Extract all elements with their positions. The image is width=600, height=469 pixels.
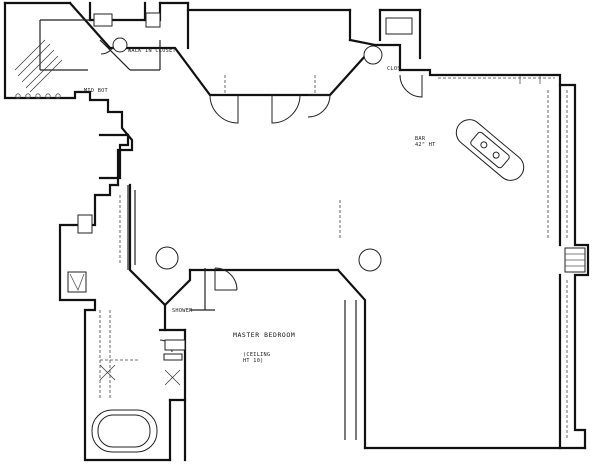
label-shower: SHOWER	[172, 308, 193, 314]
column-top-left	[112, 37, 128, 53]
column-right	[358, 248, 382, 272]
stairs	[14, 39, 63, 99]
fixtures	[67, 12, 586, 386]
label-master-bedroom: MASTER BEDROOM	[233, 331, 295, 339]
cabinet	[77, 214, 93, 234]
dashed-lines	[99, 75, 568, 440]
columns	[112, 37, 383, 272]
door-swings	[100, 39, 423, 353]
bar-island	[455, 119, 525, 181]
label-closet: CLOS.	[387, 66, 404, 72]
label-walk-in-closet: WALK IN CLOSET	[128, 48, 176, 54]
column-left	[155, 246, 179, 270]
label-mid-bot: MID BOT	[84, 88, 108, 94]
bathtub	[91, 409, 158, 453]
column-top-right	[363, 45, 383, 65]
fireplace-box	[67, 271, 87, 293]
